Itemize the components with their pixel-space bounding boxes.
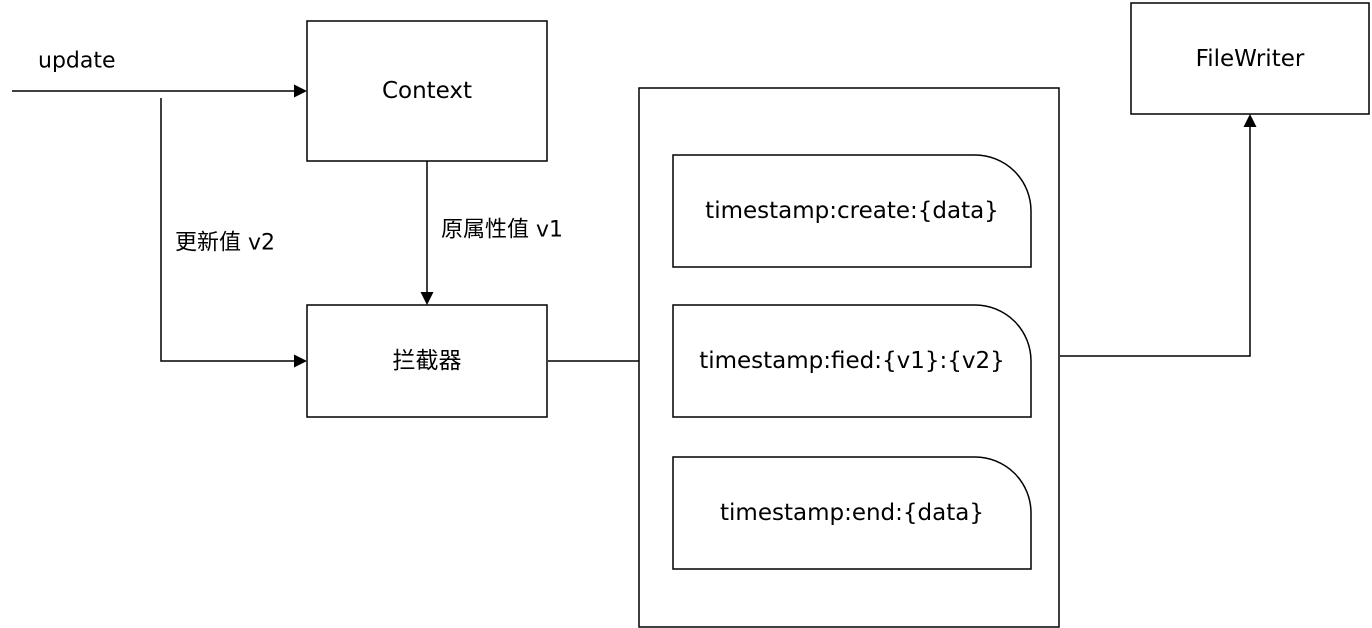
- update-to-interceptor-arrowhead: [294, 354, 307, 368]
- context-to-interceptor-arrowhead: [420, 292, 434, 305]
- record-end-label: timestamp:end:{data}: [720, 500, 984, 526]
- records-to-filewriter-arrowhead: [1243, 114, 1257, 127]
- update-label: update: [38, 49, 116, 74]
- record-end-node: timestamp:end:{data}: [672, 456, 1032, 570]
- original-value-label: 原属性值 v1: [441, 218, 563, 243]
- filewriter-label: FileWriter: [1196, 46, 1305, 72]
- update-to-interceptor-arrow: [160, 98, 296, 362]
- filewriter-node: FileWriter: [1130, 2, 1370, 115]
- record-field-node: timestamp:fied:{v1}:{v2}: [672, 304, 1032, 418]
- new-value-label: 更新值 v2: [175, 231, 275, 256]
- record-create-node: timestamp:create:{data}: [672, 154, 1032, 268]
- context-label: Context: [382, 78, 472, 104]
- interceptor-label: 拦截器: [393, 348, 462, 374]
- context-node: Context: [306, 20, 548, 162]
- record-field-label: timestamp:fied:{v1}:{v2}: [699, 348, 1005, 374]
- records-to-filewriter-arrow: [1060, 125, 1251, 357]
- update-to-context-arrowhead: [294, 84, 307, 98]
- record-create-label: timestamp:create:{data}: [705, 198, 999, 224]
- interceptor-node: 拦截器: [306, 304, 548, 418]
